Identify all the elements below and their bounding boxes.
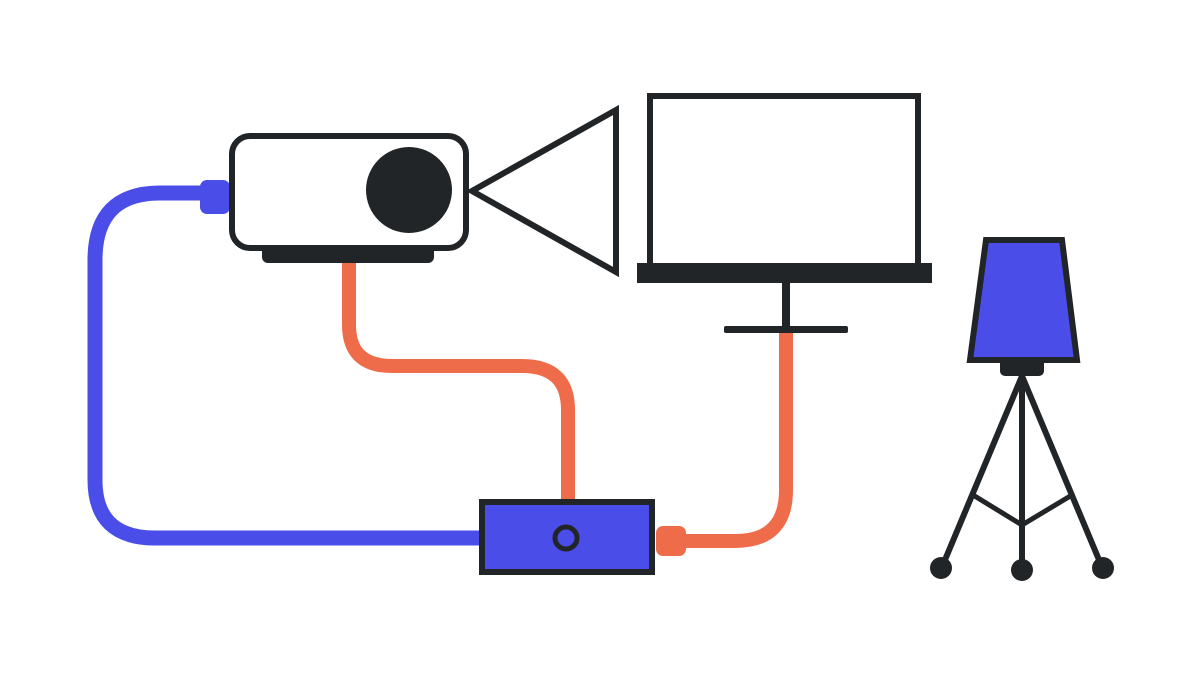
orange-cable-screen-line (658, 326, 793, 548)
screen-stand-foot (724, 326, 848, 333)
tripod-lamp-icon (930, 237, 1114, 581)
projection-screen-icon (637, 93, 932, 333)
projector-icon (229, 133, 469, 263)
lamp-neck (1000, 358, 1044, 376)
blue-cable-line (87, 185, 493, 546)
connector-hub-icon (479, 499, 655, 575)
orange-cable-plug (656, 526, 686, 556)
hub-port (552, 524, 580, 552)
lamp-foot-center (1011, 559, 1033, 581)
orange-cable-projector (342, 255, 575, 510)
hub-box (479, 499, 655, 575)
lamp-foot-right (1092, 557, 1114, 579)
lamp-leg-left (939, 373, 1025, 570)
blue-cable-plug (200, 180, 230, 214)
screen-stand-pole (782, 283, 790, 328)
lamp-foot-left (930, 557, 952, 579)
lamp-leg-right (1019, 373, 1105, 570)
screen-bar (637, 263, 932, 283)
orange-cable-screen (656, 326, 793, 556)
lamp-shade (966, 237, 1081, 363)
blue-cable (87, 180, 493, 546)
projector-lens (366, 147, 452, 233)
screen-panel (647, 93, 921, 269)
orange-cable-projector-line (342, 255, 575, 510)
lamp-brace (970, 492, 1075, 528)
projection-beam-icon (465, 104, 619, 278)
